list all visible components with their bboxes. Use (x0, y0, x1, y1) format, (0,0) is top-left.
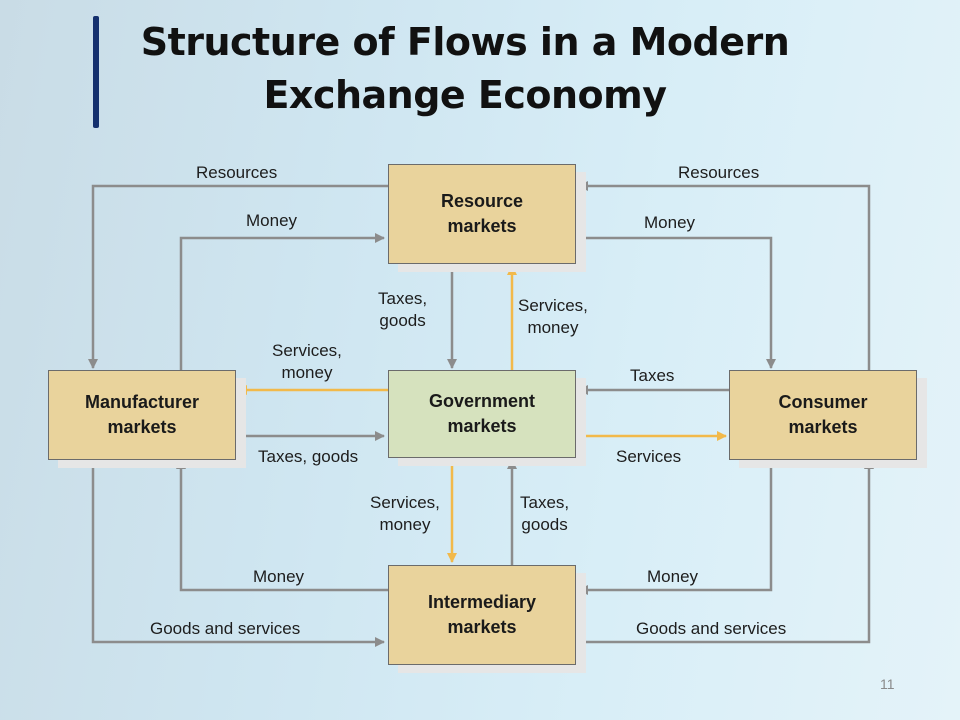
label-services-right: Services (616, 447, 682, 466)
label-taxes-goods-left: Taxes, goods (258, 447, 359, 466)
arrow-goods-manufacturer-to-intermediary (91, 460, 385, 647)
title-accent-bar (93, 16, 99, 128)
slide-title: Structure of Flows in a Modern Exchange … (110, 16, 820, 122)
arrow-goods-intermediary-to-consumer (576, 459, 874, 644)
arrow-money-resource-to-consumer (576, 236, 776, 369)
arrow-resources-consumer-to-resource (578, 181, 871, 370)
label-goods-services-right: Goods and services (636, 619, 787, 638)
label-money-bottom-right: Money (647, 567, 699, 586)
government-markets-label: Government markets (428, 391, 536, 436)
title-line-1: Structure of Flows in a Modern (140, 20, 790, 64)
label-taxes-goods-bottom: Taxes, goods (520, 493, 570, 534)
label-taxes-right: Taxes (630, 366, 675, 385)
arrow-money-intermediary-to-manufacturer (176, 459, 388, 592)
label-money-top-right: Money (644, 213, 696, 232)
manufacturer-markets-box: Manufacturer markets (48, 370, 236, 460)
resource-markets-box: Resource markets (388, 164, 576, 264)
government-markets-box: Government markets (388, 370, 576, 458)
label-goods-services-left: Goods and services (150, 619, 301, 638)
arrow-resources-to-manufacturer (88, 184, 388, 369)
consumer-markets-box: Consumer markets (729, 370, 917, 460)
intermediary-markets-box: Intermediary markets (388, 565, 576, 665)
label-resources-right: Resources (678, 163, 760, 182)
title-line-2: Exchange Economy (263, 73, 667, 117)
label-resources-left: Resources (196, 163, 278, 182)
label-money-top-left: Money (246, 211, 298, 230)
label-taxes-goods-top: Taxes, goods (378, 289, 428, 330)
label-services-money-top: Services, money (518, 296, 588, 337)
arrow-money-manufacturer-to-resource (179, 233, 385, 370)
intermediary-markets-label: Intermediary markets (427, 592, 537, 637)
arrow-money-consumer-to-intermediary (578, 460, 773, 595)
consumer-markets-label: Consumer markets (778, 392, 868, 437)
resource-markets-label: Resource markets (440, 191, 524, 236)
label-services-money-bottom: Services, money (370, 493, 440, 534)
page-number: 11 (880, 676, 895, 692)
label-money-bottom-left: Money (253, 567, 305, 586)
manufacturer-markets-label: Manufacturer markets (84, 392, 200, 437)
label-services-money-left: Services, money (272, 341, 342, 382)
